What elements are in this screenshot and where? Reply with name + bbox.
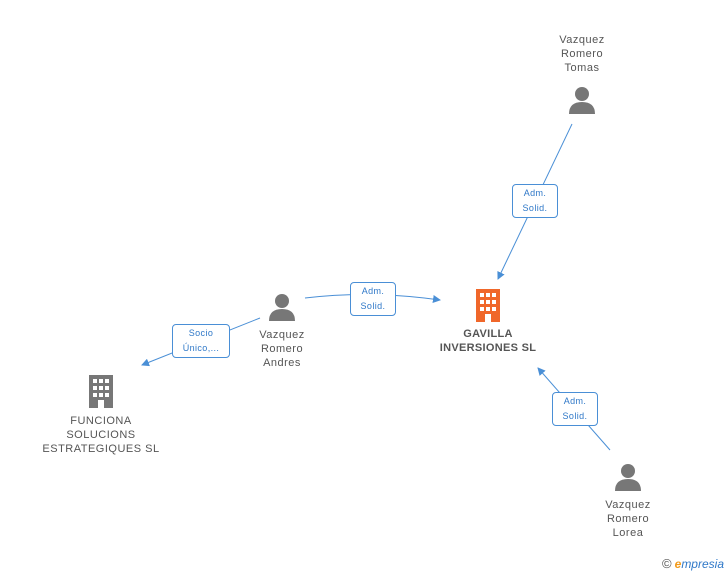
building-icon [89, 375, 113, 408]
node-person-tomas[interactable]: Vazquez Romero Tomas [542, 33, 622, 115]
person-icon [569, 87, 595, 114]
brand-logo-text: mpresia [681, 557, 724, 571]
brand-logo-e: e [674, 557, 682, 571]
edge-label-tomas-gavilla[interactable]: Adm. Solid. [512, 184, 558, 218]
edge-label-lorea-gavilla[interactable]: Adm. Solid. [552, 392, 598, 426]
node-label: Vazquez Romero Tomas [559, 34, 605, 74]
edge-label-andres-gavilla[interactable]: Adm. Solid. [350, 282, 396, 316]
node-label: Vazquez Romero Lorea [605, 499, 651, 539]
person-icon [269, 294, 295, 321]
edge-label-line2: Solid. [360, 301, 386, 311]
edge-label-andres-funciona[interactable]: Socio Único,... [172, 324, 230, 358]
edge-label-line2: Único,... [182, 343, 220, 353]
edge-label-line1: Socio [188, 328, 214, 338]
node-label: Vazquez Romero Andres [259, 329, 305, 369]
edge-label-line1: Adm. [361, 286, 385, 296]
node-label: FUNCIONA SOLUCIONS ESTRATEGIQUES SL [42, 415, 160, 455]
copyright-symbol: © [662, 556, 672, 571]
edge-label-line2: Solid. [562, 411, 588, 421]
edge-label-line1: Adm. [523, 188, 547, 198]
node-company-gavilla[interactable]: GAVILLA INVERSIONES SL [428, 288, 548, 355]
node-company-funciona[interactable]: FUNCIONA SOLUCIONS ESTRATEGIQUES SL [38, 374, 164, 456]
node-person-lorea[interactable]: Vazquez Romero Lorea [588, 462, 668, 540]
node-person-andres[interactable]: Vazquez Romero Andres [242, 292, 322, 370]
edge-label-line2: Solid. [522, 203, 548, 213]
brand-footer: ©empresia [662, 556, 724, 571]
node-label: GAVILLA INVERSIONES SL [439, 328, 537, 354]
edge-label-line1: Adm. [563, 396, 587, 406]
building-icon [476, 289, 500, 322]
person-icon [615, 464, 641, 491]
